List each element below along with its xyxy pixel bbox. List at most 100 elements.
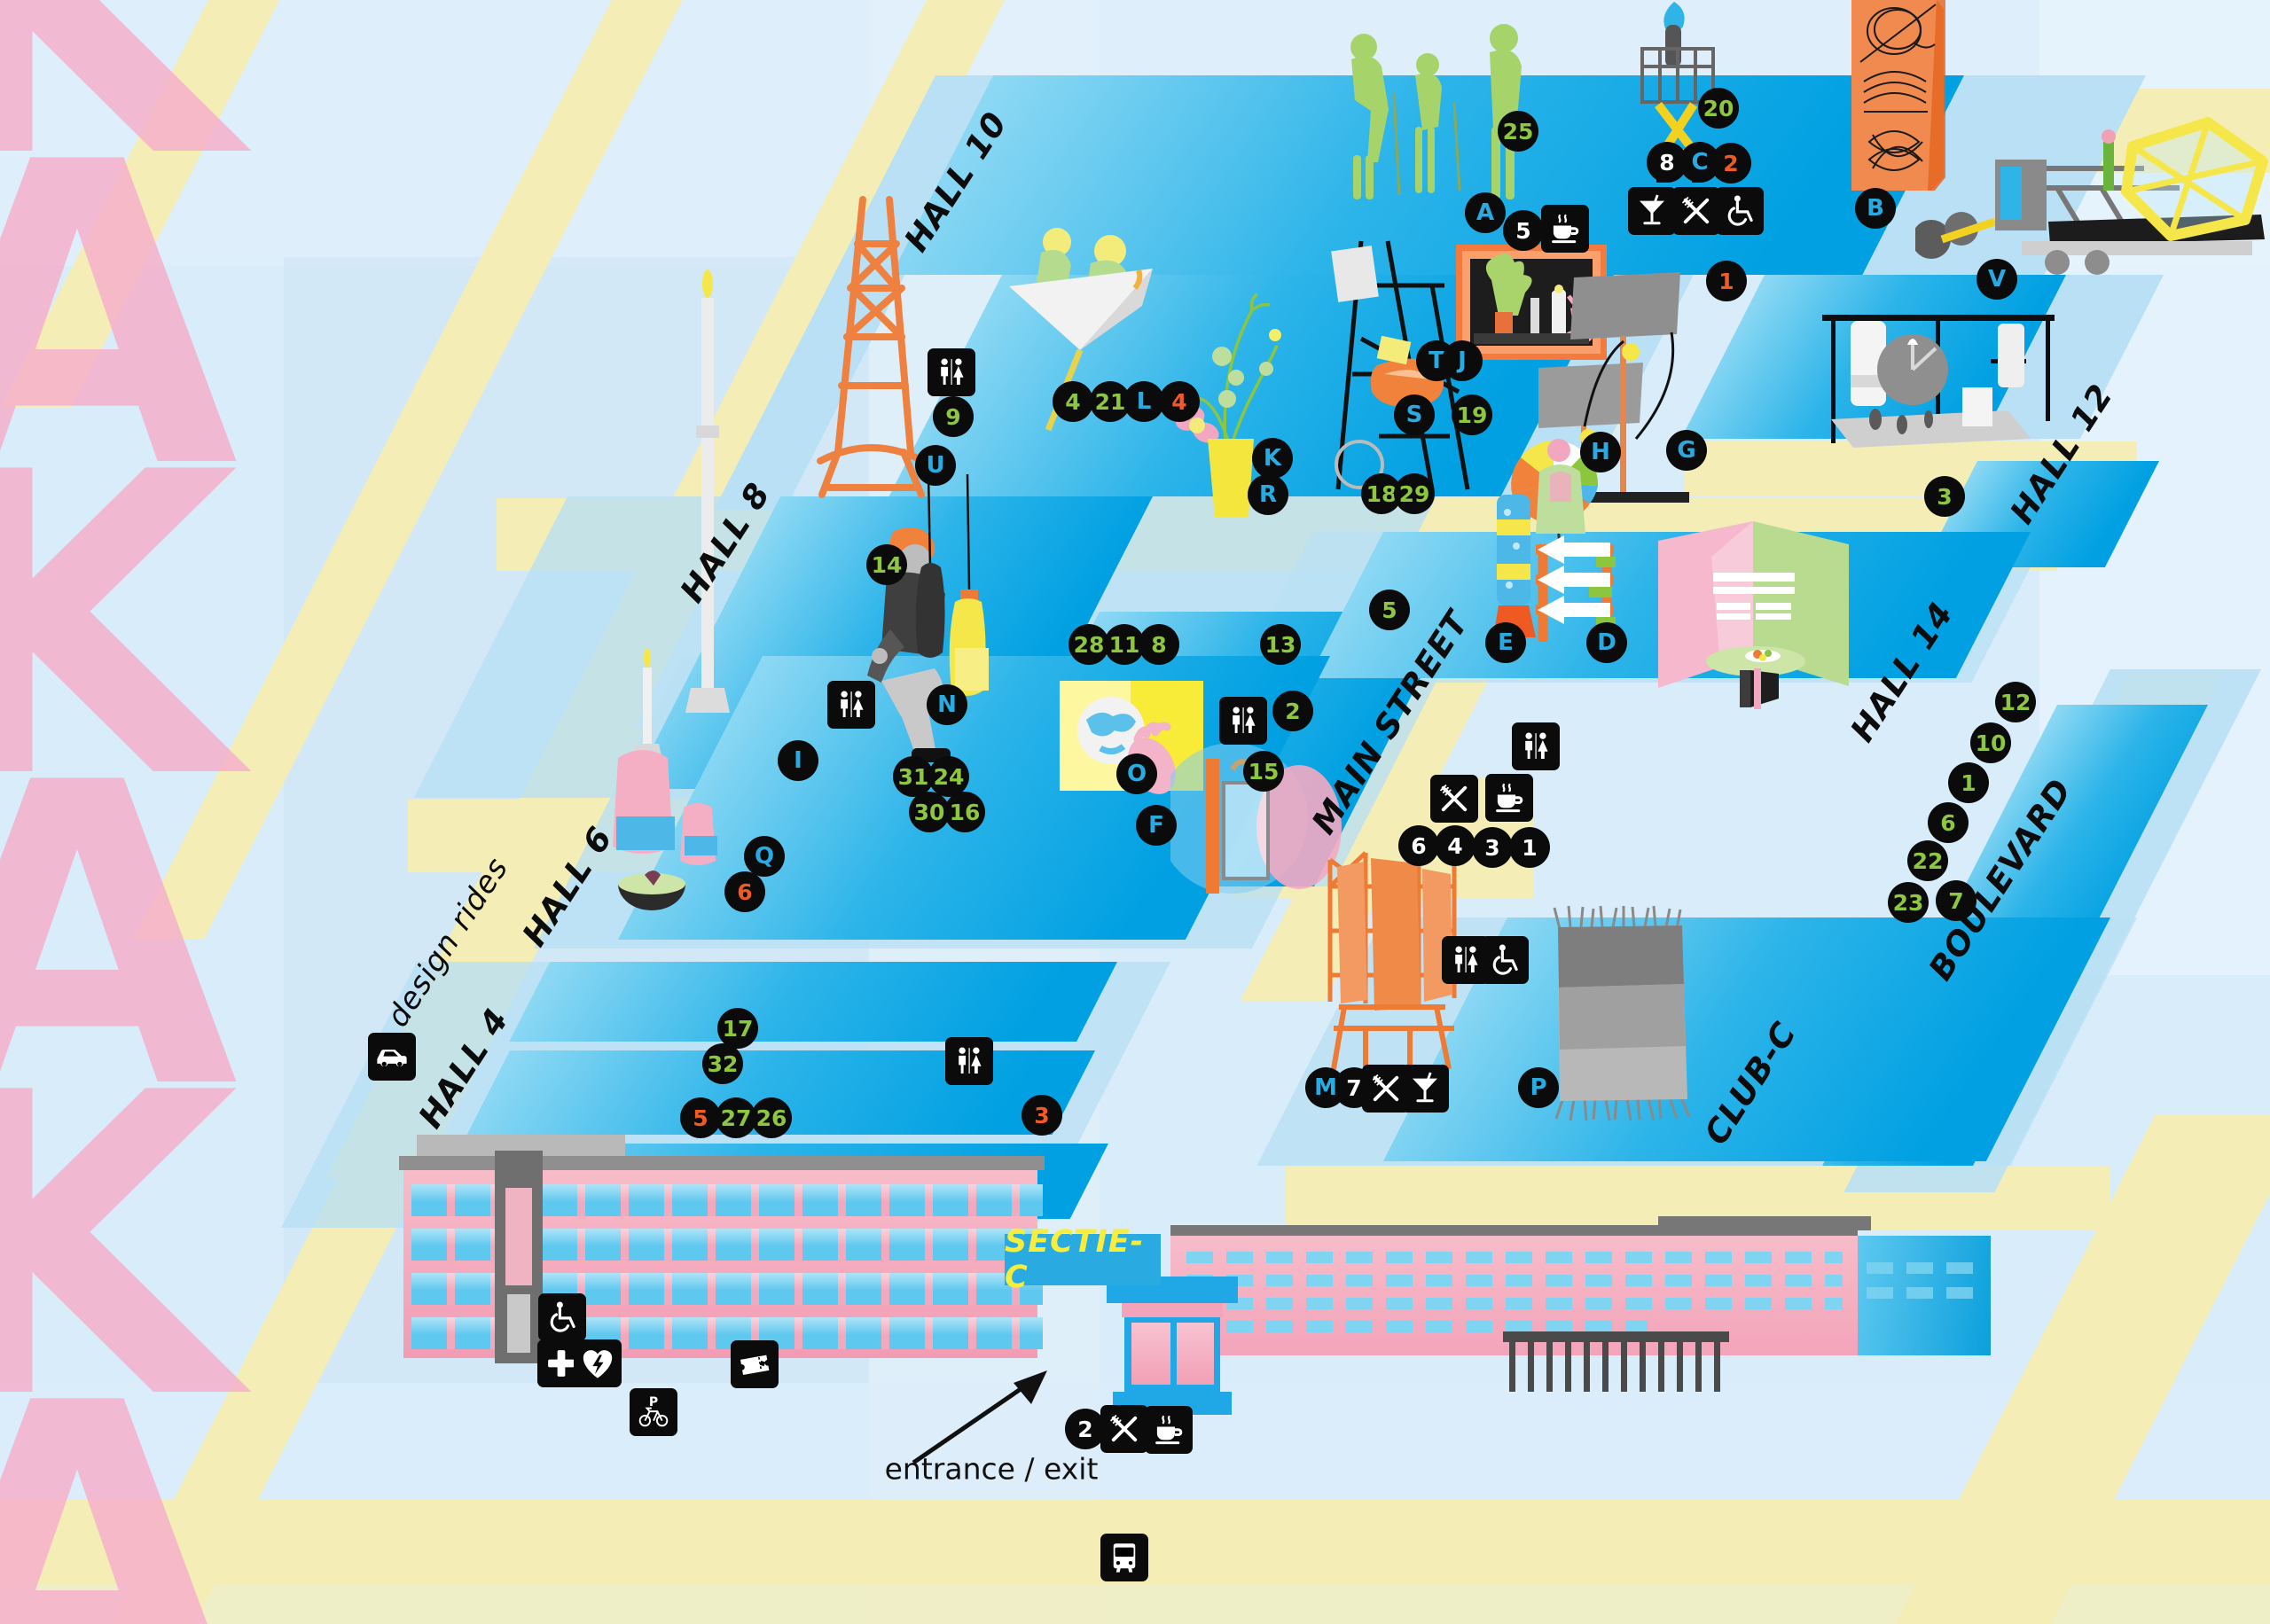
booth-marker-16[interactable]: 16: [944, 792, 985, 832]
tickets-icon[interactable]: [731, 1340, 779, 1388]
wheelchair-icon[interactable]: [1481, 936, 1529, 984]
booth-marker-24[interactable]: 24: [928, 756, 969, 797]
illustration-paper-plane-scene: [1002, 217, 1215, 434]
booth-marker-26[interactable]: 26: [751, 1097, 792, 1138]
booth-marker-27[interactable]: 27: [716, 1097, 756, 1138]
booth-marker-4[interactable]: 4: [1435, 825, 1476, 866]
point-marker-d[interactable]: D: [1586, 622, 1627, 663]
sectie-c-sign: SECTIE-C: [1005, 1224, 1161, 1295]
point-marker-p[interactable]: P: [1518, 1067, 1559, 1108]
cocktail-icon[interactable]: [1628, 187, 1676, 235]
coffee-icon[interactable]: [1541, 205, 1589, 253]
point-marker-u[interactable]: U: [915, 445, 956, 486]
point-marker-e[interactable]: E: [1485, 622, 1526, 663]
illustration-truck-sculpture: [1912, 106, 2270, 275]
illustration-lamp-installation: [1538, 270, 1698, 505]
booth-marker-25[interactable]: 25: [1498, 111, 1538, 152]
bike-parking-icon[interactable]: P: [630, 1388, 677, 1436]
defibrillator-icon[interactable]: [574, 1339, 622, 1387]
point-marker-o[interactable]: O: [1116, 753, 1157, 794]
illustration-candles: [625, 257, 732, 767]
booth-marker-13[interactable]: 13: [1260, 624, 1301, 665]
road: [0, 1585, 2270, 1624]
booth-marker-6[interactable]: 6: [1928, 802, 1969, 843]
point-marker-c[interactable]: C: [1679, 142, 1720, 183]
point-marker-k[interactable]: K: [1252, 438, 1293, 479]
wheelchair-icon[interactable]: [538, 1293, 586, 1341]
point-marker-f[interactable]: F: [1136, 805, 1177, 846]
restaurant-icon[interactable]: [1100, 1405, 1148, 1453]
booth-marker-4[interactable]: 4: [1159, 381, 1200, 422]
illustration-green-visitors: [1330, 13, 1552, 217]
coffee-icon[interactable]: [1485, 774, 1533, 822]
booth-marker-32[interactable]: 32: [702, 1043, 743, 1084]
point-marker-m[interactable]: M: [1305, 1067, 1346, 1108]
illustration-pink-person: [1523, 436, 1599, 541]
booth-marker-5[interactable]: 5: [1369, 589, 1410, 630]
booth-marker-12[interactable]: 12: [1995, 682, 2036, 722]
booth-marker-10[interactable]: 10: [1970, 722, 2011, 763]
point-marker-h[interactable]: H: [1580, 432, 1621, 472]
car-icon[interactable]: [368, 1033, 416, 1081]
booth-marker-7[interactable]: 7: [1936, 880, 1976, 921]
booth-marker-3[interactable]: 3: [1924, 476, 1965, 517]
illustration-art-tower: [1851, 0, 1951, 191]
booth-marker-19[interactable]: 19: [1452, 394, 1492, 435]
restaurant-icon[interactable]: [1430, 775, 1478, 823]
booth-marker-11[interactable]: 11: [1104, 624, 1145, 665]
booth-marker-23[interactable]: 23: [1888, 882, 1929, 923]
point-marker-a[interactable]: A: [1465, 192, 1506, 233]
booth-marker-6[interactable]: 6: [724, 871, 765, 912]
booth-marker-14[interactable]: 14: [866, 544, 907, 585]
illustration-flower-vase: [1170, 293, 1290, 519]
booth-marker-2[interactable]: 2: [1065, 1409, 1106, 1449]
building-right: [1162, 1216, 1991, 1394]
booth-marker-22[interactable]: 22: [1907, 840, 1948, 881]
booth-marker-15[interactable]: 15: [1243, 751, 1284, 792]
booth-marker-9[interactable]: 9: [933, 396, 974, 437]
booth-marker-3[interactable]: 3: [1472, 827, 1513, 868]
coffee-icon[interactable]: [1145, 1406, 1193, 1454]
booth-marker-2[interactable]: 2: [1272, 691, 1313, 731]
toilets-icon[interactable]: [928, 348, 975, 396]
booth-marker-28[interactable]: 28: [1068, 624, 1109, 665]
booth-marker-29[interactable]: 29: [1394, 473, 1435, 514]
point-marker-q[interactable]: Q: [744, 836, 785, 877]
point-marker-r[interactable]: R: [1248, 474, 1288, 515]
point-marker-v[interactable]: V: [1976, 259, 2017, 300]
point-marker-l[interactable]: L: [1123, 381, 1164, 422]
booth-marker-17[interactable]: 17: [717, 1008, 758, 1049]
road: [0, 0, 280, 408]
booth-marker-4[interactable]: 4: [1053, 381, 1093, 422]
toilets-icon[interactable]: [827, 681, 875, 729]
booth-marker-5[interactable]: 5: [1503, 210, 1544, 251]
illustration-pendant-lamps: [909, 473, 1002, 709]
booth-marker-5[interactable]: 5: [680, 1097, 721, 1138]
point-marker-j[interactable]: J: [1442, 340, 1483, 381]
booth-marker-8[interactable]: 8: [1139, 624, 1179, 665]
booth-marker-20[interactable]: 20: [1698, 88, 1739, 129]
booth-marker-1[interactable]: 1: [1706, 261, 1747, 301]
point-marker-s[interactable]: S: [1394, 394, 1435, 435]
illustration-curtain-screen: [1658, 521, 1849, 712]
illustration-billboard: [1312, 851, 1468, 1077]
booth-marker-31[interactable]: 31: [893, 756, 934, 797]
toilets-icon[interactable]: [945, 1037, 993, 1085]
toilets-icon[interactable]: [1512, 722, 1560, 770]
point-marker-i[interactable]: I: [778, 740, 818, 781]
booth-marker-1[interactable]: 1: [1509, 827, 1550, 868]
illustration-pink-vases: [599, 731, 727, 940]
booth-marker-30[interactable]: 30: [909, 792, 950, 832]
entrance-arrow: [900, 1355, 1068, 1474]
point-marker-b[interactable]: B: [1855, 188, 1896, 229]
toilets-icon[interactable]: [1219, 697, 1267, 745]
booth-marker-1[interactable]: 1: [1948, 762, 1989, 803]
wheelchair-icon[interactable]: [1716, 187, 1764, 235]
restaurant-icon[interactable]: [1672, 187, 1720, 235]
point-marker-n[interactable]: N: [927, 684, 967, 725]
bus-icon[interactable]: [1100, 1534, 1148, 1581]
point-marker-g[interactable]: G: [1666, 430, 1707, 471]
booth-marker-3[interactable]: 3: [1022, 1095, 1062, 1136]
booth-marker-6[interactable]: 6: [1398, 825, 1439, 866]
